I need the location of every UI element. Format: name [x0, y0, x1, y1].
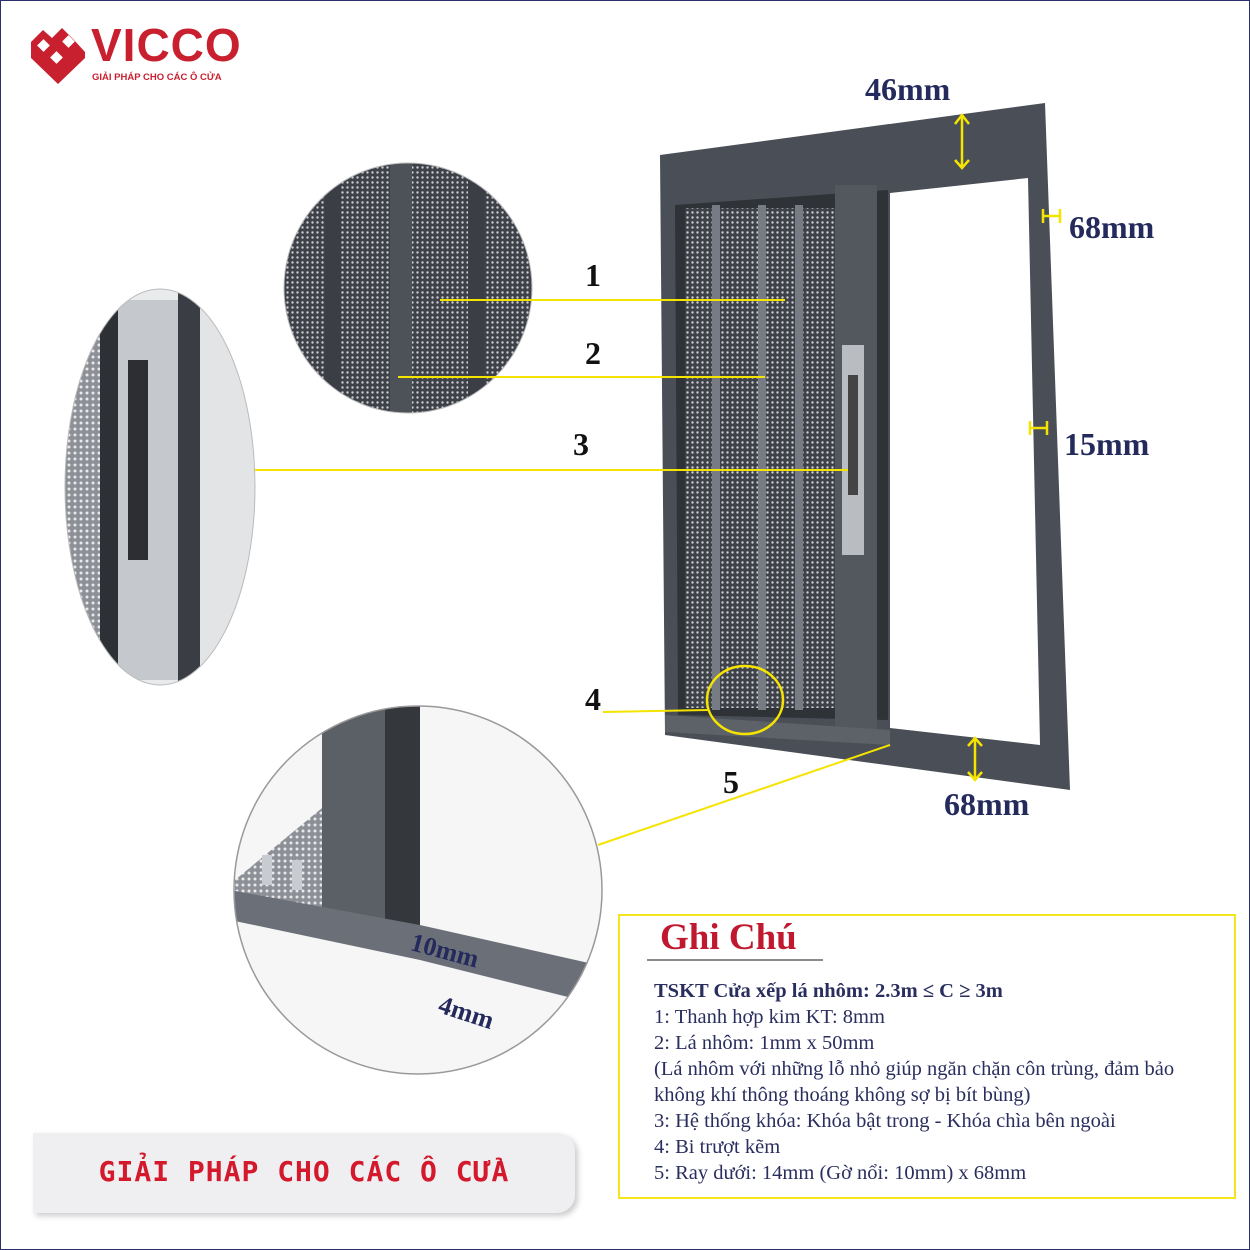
- vicco-logo: VICCO GIẢI PHÁP CHO CÁC Ô CỬA: [28, 22, 241, 88]
- heart-house-logo-icon: [31, 28, 85, 84]
- notes-line: 2: Lá nhôm: 1mm x 50mm: [654, 1032, 875, 1054]
- detail-mesh-closeup: [284, 163, 532, 413]
- notes-heading: TSKT Cửa xếp lá nhôm: 2.3m ≤ C ≥ 3m: [654, 980, 1003, 1002]
- notes-body: TSKT Cửa xếp lá nhôm: 2.3m ≤ C ≥ 3m 1: T…: [654, 978, 1224, 1186]
- logo-wordmark: VICCO: [91, 19, 242, 71]
- slogan-text: GIẢI PHÁP CHO CÁC Ô CỬA: [98, 1155, 510, 1188]
- slogan-banner: GIẢI PHÁP CHO CÁC Ô CỬA: [33, 1133, 575, 1213]
- dim-side-inner: 15mm: [1064, 426, 1150, 462]
- notes-line: 5: Ray dưới: 14mm (Gờ nổi: 10mm) x 68mm: [654, 1162, 1027, 1184]
- dimension-arrows: [705, 112, 1062, 782]
- notes-title: Ghi Chú: [660, 917, 797, 958]
- notes-line: 4: Bi trượt kẽm: [654, 1136, 781, 1158]
- leader-line-4: [602, 709, 709, 713]
- leader-lines: [255, 299, 891, 846]
- notes-divider: [647, 959, 823, 961]
- door-frame: [660, 103, 1070, 790]
- notes-line: 1: Thanh hợp kim KT: 8mm: [654, 1006, 885, 1028]
- detail-track-closeup: [234, 706, 602, 1074]
- callout-2: 2: [585, 335, 601, 371]
- leader-line-5: [597, 744, 891, 846]
- dim-bottom-rail: 68mm: [944, 786, 1030, 822]
- callout-1: 1: [585, 257, 601, 293]
- notes-line: (Lá nhôm với những lỗ nhỏ giúp ngăn chặn…: [654, 1058, 1175, 1106]
- notes-box: Ghi Chú TSKT Cửa xếp lá nhôm: 2.3m ≤ C ≥…: [618, 914, 1236, 1199]
- dim-top-rail: 46mm: [865, 71, 951, 107]
- logo-tagline: GIẢI PHÁP CHO CÁC Ô CỬA: [92, 72, 222, 83]
- callout-4: 4: [585, 681, 601, 717]
- dim-side-frame: 68mm: [1069, 209, 1155, 245]
- notes-line: 3: Hệ thống khóa: Khóa bật trong - Khóa …: [654, 1110, 1116, 1132]
- callout-5: 5: [723, 764, 739, 800]
- callout-3: 3: [573, 426, 589, 462]
- detail-lock-closeup: [65, 289, 255, 685]
